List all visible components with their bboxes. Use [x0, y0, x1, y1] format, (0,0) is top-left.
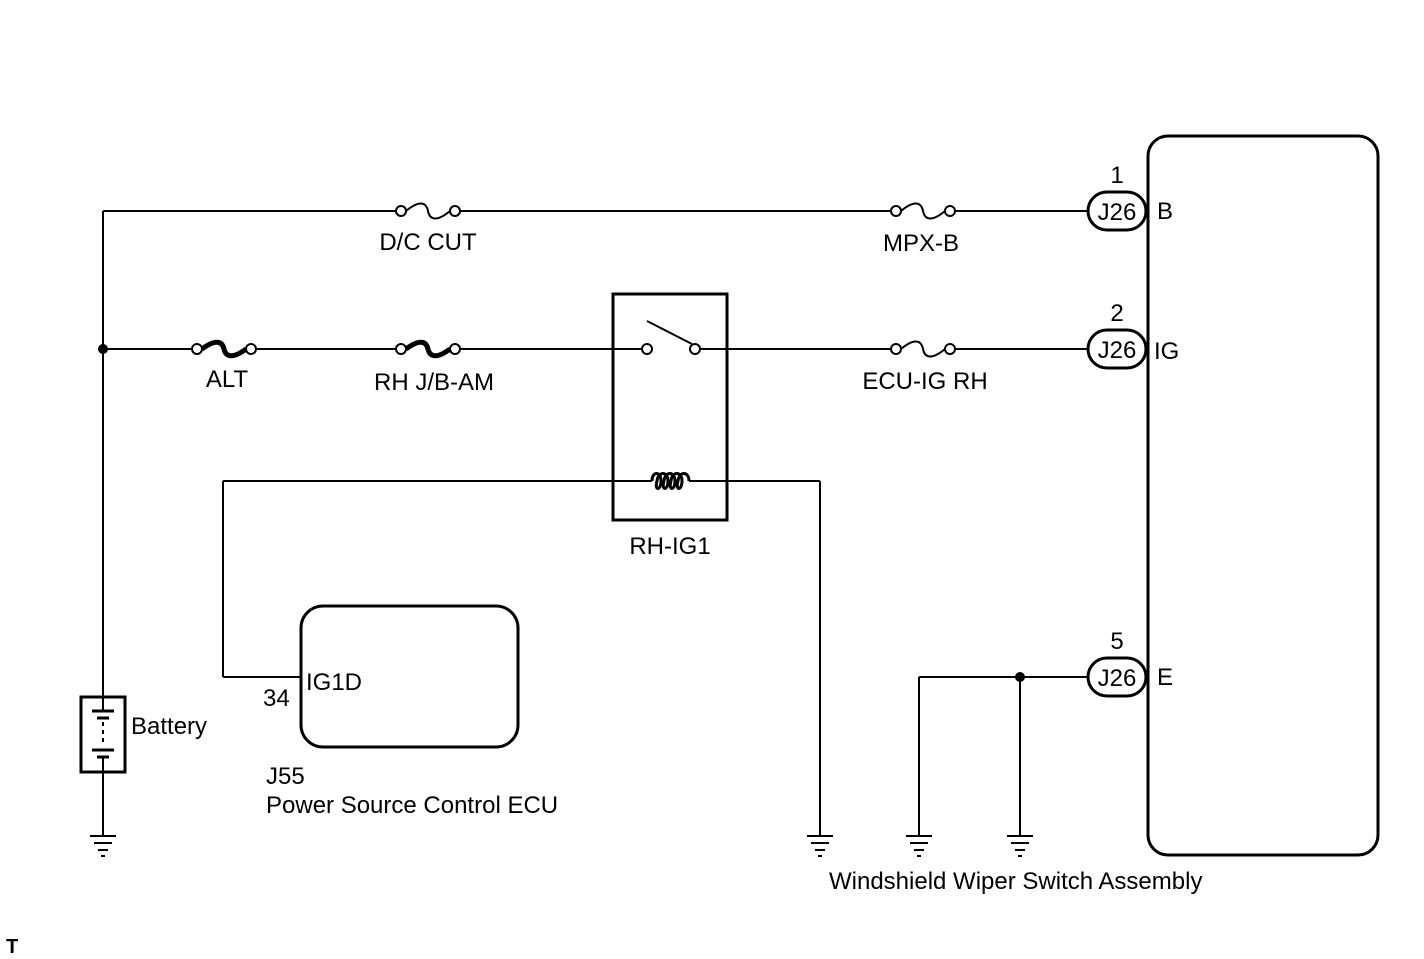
ecu-connector-label: J55 — [266, 763, 305, 790]
junction-dot-ground — [1015, 672, 1025, 682]
ground-icon-switch-left — [906, 677, 932, 857]
connector-label: J26 — [1098, 199, 1137, 226]
relay-coil-icon — [613, 472, 727, 490]
connector-j26-pin-1: J26 — [1086, 190, 1148, 232]
wiper-switch-name-label: Windshield Wiper Switch Assembly — [829, 868, 1202, 895]
ecu-pin-name: IG1D — [306, 669, 362, 696]
connector-j26-pin-5: J26 — [1086, 656, 1148, 698]
relay-switch-arm — [646, 320, 693, 345]
relay-contact-left — [641, 343, 653, 355]
connector-j26-pin-2: J26 — [1086, 328, 1148, 370]
relay-contact-right — [689, 343, 701, 355]
wire-coil-left — [222, 480, 613, 678]
wiper-switch-assembly-box — [1146, 134, 1380, 857]
pin-name-e: E — [1157, 664, 1173, 691]
fuse-mpx-b-label: MPX-B — [883, 230, 959, 257]
ground-icon-battery — [90, 835, 116, 857]
corner-mark: T — [6, 936, 18, 958]
pin-number-1: 1 — [1110, 162, 1123, 189]
connector-label: J26 — [1098, 337, 1137, 364]
pin-name-ig: IG — [1154, 338, 1179, 365]
fuse-alt-label: ALT — [206, 366, 249, 393]
wire-coil-right-ground — [727, 480, 821, 835]
fuse-ecu-ig-rh — [890, 340, 956, 358]
connector-label: J26 — [1098, 665, 1137, 692]
fuse-dc-cut — [395, 202, 461, 220]
fuse-dc-cut-label: D/C CUT — [379, 229, 477, 256]
pin-number-2: 2 — [1110, 300, 1123, 327]
fuse-ecu-ig-rh-label: ECU-IG RH — [862, 368, 987, 395]
ecu-name-label: Power Source Control ECU — [266, 792, 558, 819]
ecu-pin-number: 34 — [263, 685, 290, 712]
fuse-rh-jb-am-label: RH J/B-AM — [374, 369, 494, 396]
fuse-rh-jb-am — [395, 339, 461, 359]
ground-icon-relay — [807, 835, 833, 857]
battery-icon — [79, 695, 127, 774]
pin-name-b: B — [1157, 198, 1173, 225]
fuse-alt — [191, 339, 257, 359]
relay-rh-ig1 — [611, 292, 729, 522]
ground-icon-switch-right — [1007, 677, 1033, 857]
relay-name-label: RH-IG1 — [629, 533, 710, 560]
power-source-control-ecu-box — [299, 604, 520, 749]
pin-number-5: 5 — [1110, 628, 1123, 655]
fuse-mpx-b — [890, 202, 956, 220]
battery-label: Battery — [131, 713, 207, 740]
